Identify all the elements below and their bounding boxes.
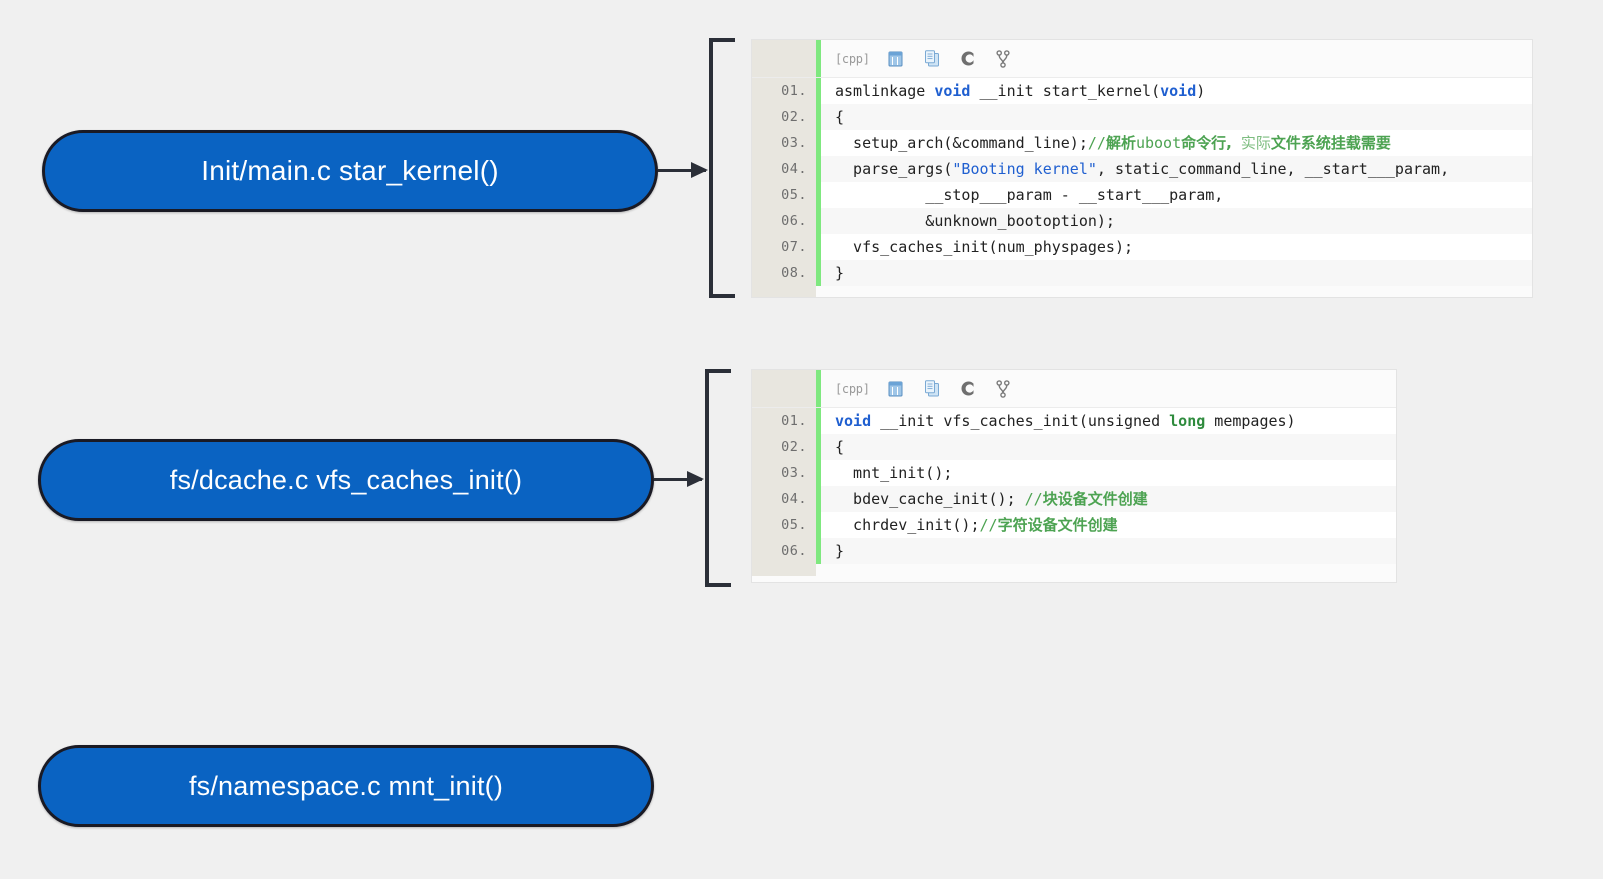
accent-bar	[816, 434, 821, 460]
code-toolbar: [cpp]	[752, 40, 1532, 78]
line-code: &unknown_bootoption);	[835, 212, 1115, 230]
csdn-c-icon[interactable]	[958, 379, 978, 399]
line-number: 02.	[752, 434, 816, 460]
copy-icon[interactable]	[922, 379, 942, 399]
accent-bar	[816, 156, 821, 182]
line-number: 07.	[752, 234, 816, 260]
code-line: 04. bdev_cache_init(); //块设备文件创建	[752, 486, 1396, 512]
accent-bar	[816, 370, 821, 407]
code-line: 04. parse_args("Booting kernel", static_…	[752, 156, 1532, 182]
line-code: chrdev_init();//字符设备文件创建	[835, 516, 1118, 534]
code-lines: 01. asmlinkage void __init start_kernel(…	[752, 78, 1532, 297]
accent-bar	[816, 40, 821, 77]
code-toolbar: [cpp]	[752, 370, 1396, 408]
line-code: bdev_cache_init(); //块设备文件创建	[835, 490, 1148, 508]
copy-icon[interactable]	[922, 49, 942, 69]
fork-icon[interactable]	[994, 49, 1014, 69]
node-start-kernel[interactable]: Init/main.c star_kernel()	[42, 130, 658, 212]
line-code: asmlinkage void __init start_kernel(void…	[835, 82, 1206, 100]
code-line: 08. }	[752, 260, 1532, 286]
bracket-code-block-1	[709, 38, 735, 298]
accent-bar	[816, 260, 821, 286]
code-line: 02. {	[752, 104, 1532, 130]
accent-bar	[816, 182, 821, 208]
code-line: 07. vfs_caches_init(num_physpages);	[752, 234, 1532, 260]
code-block-start-kernel: [cpp]	[751, 39, 1533, 298]
accent-bar	[816, 408, 821, 434]
code-lines: 01. void __init vfs_caches_init(unsigned…	[752, 408, 1396, 576]
line-code: vfs_caches_init(num_physpages);	[835, 238, 1134, 256]
arrow-to-code-block-1	[658, 162, 708, 178]
node-vfs-caches-init-label: fs/dcache.c vfs_caches_init()	[169, 464, 523, 495]
line-code: void __init vfs_caches_init(unsigned lon…	[835, 412, 1296, 430]
code-line: 06. &unknown_bootoption);	[752, 208, 1532, 234]
line-number: 04.	[752, 156, 816, 182]
line-number: 05.	[752, 182, 816, 208]
line-number: 02.	[752, 104, 816, 130]
node-start-kernel-label: Init/main.c star_kernel()	[201, 155, 499, 186]
code-footer	[752, 564, 1396, 576]
save-icon[interactable]	[886, 379, 906, 399]
line-number: 08.	[752, 260, 816, 286]
fork-icon[interactable]	[994, 379, 1014, 399]
line-code: parse_args("Booting kernel", static_comm…	[835, 160, 1450, 178]
language-tag: [cpp]	[835, 381, 870, 396]
accent-bar	[816, 78, 821, 104]
line-number: 03.	[752, 460, 816, 486]
node-vfs-caches-init[interactable]: fs/dcache.c vfs_caches_init()	[38, 439, 654, 521]
accent-bar	[816, 486, 821, 512]
accent-bar	[816, 130, 821, 156]
code-block-vfs-caches-init: [cpp]	[751, 369, 1397, 583]
line-code: mnt_init();	[835, 464, 953, 482]
arrow-to-code-block-2	[654, 471, 704, 487]
code-line: 05. __stop___param - __start___param,	[752, 182, 1532, 208]
line-number: 04.	[752, 486, 816, 512]
line-code: __stop___param - __start___param,	[835, 186, 1224, 204]
gutter-header	[752, 40, 816, 77]
line-number: 01.	[752, 408, 816, 434]
gutter-header	[752, 370, 816, 407]
code-line: 01. void __init vfs_caches_init(unsigned…	[752, 408, 1396, 434]
line-number: 03.	[752, 130, 816, 156]
line-number: 01.	[752, 78, 816, 104]
line-number: 06.	[752, 208, 816, 234]
line-code: {	[835, 438, 845, 456]
line-number: 06.	[752, 538, 816, 564]
code-line: 03. mnt_init();	[752, 460, 1396, 486]
accent-bar	[816, 104, 821, 130]
code-line: 01. asmlinkage void __init start_kernel(…	[752, 78, 1532, 104]
code-line: 05. chrdev_init();//字符设备文件创建	[752, 512, 1396, 538]
code-toolbar-tools: [cpp]	[821, 49, 1014, 69]
node-mnt-init-label: fs/namespace.c mnt_init()	[188, 770, 504, 801]
code-toolbar-tools: [cpp]	[821, 379, 1014, 399]
language-tag: [cpp]	[835, 51, 870, 66]
accent-bar	[816, 208, 821, 234]
line-code: {	[835, 108, 845, 126]
accent-bar	[816, 512, 821, 538]
save-icon[interactable]	[886, 49, 906, 69]
accent-bar	[816, 538, 821, 564]
code-line: 06. }	[752, 538, 1396, 564]
bracket-code-block-2	[705, 369, 731, 587]
accent-bar	[816, 460, 821, 486]
code-footer	[752, 286, 1532, 297]
line-code: }	[835, 542, 845, 560]
accent-bar	[816, 234, 821, 260]
code-line: 02. {	[752, 434, 1396, 460]
code-line: 03. setup_arch(&command_line);//解析uboot命…	[752, 130, 1532, 156]
line-code: }	[835, 264, 845, 282]
line-code: setup_arch(&command_line);//解析uboot命令行, …	[835, 134, 1391, 152]
line-number: 05.	[752, 512, 816, 538]
csdn-c-icon[interactable]	[958, 49, 978, 69]
node-mnt-init[interactable]: fs/namespace.c mnt_init()	[38, 745, 654, 827]
